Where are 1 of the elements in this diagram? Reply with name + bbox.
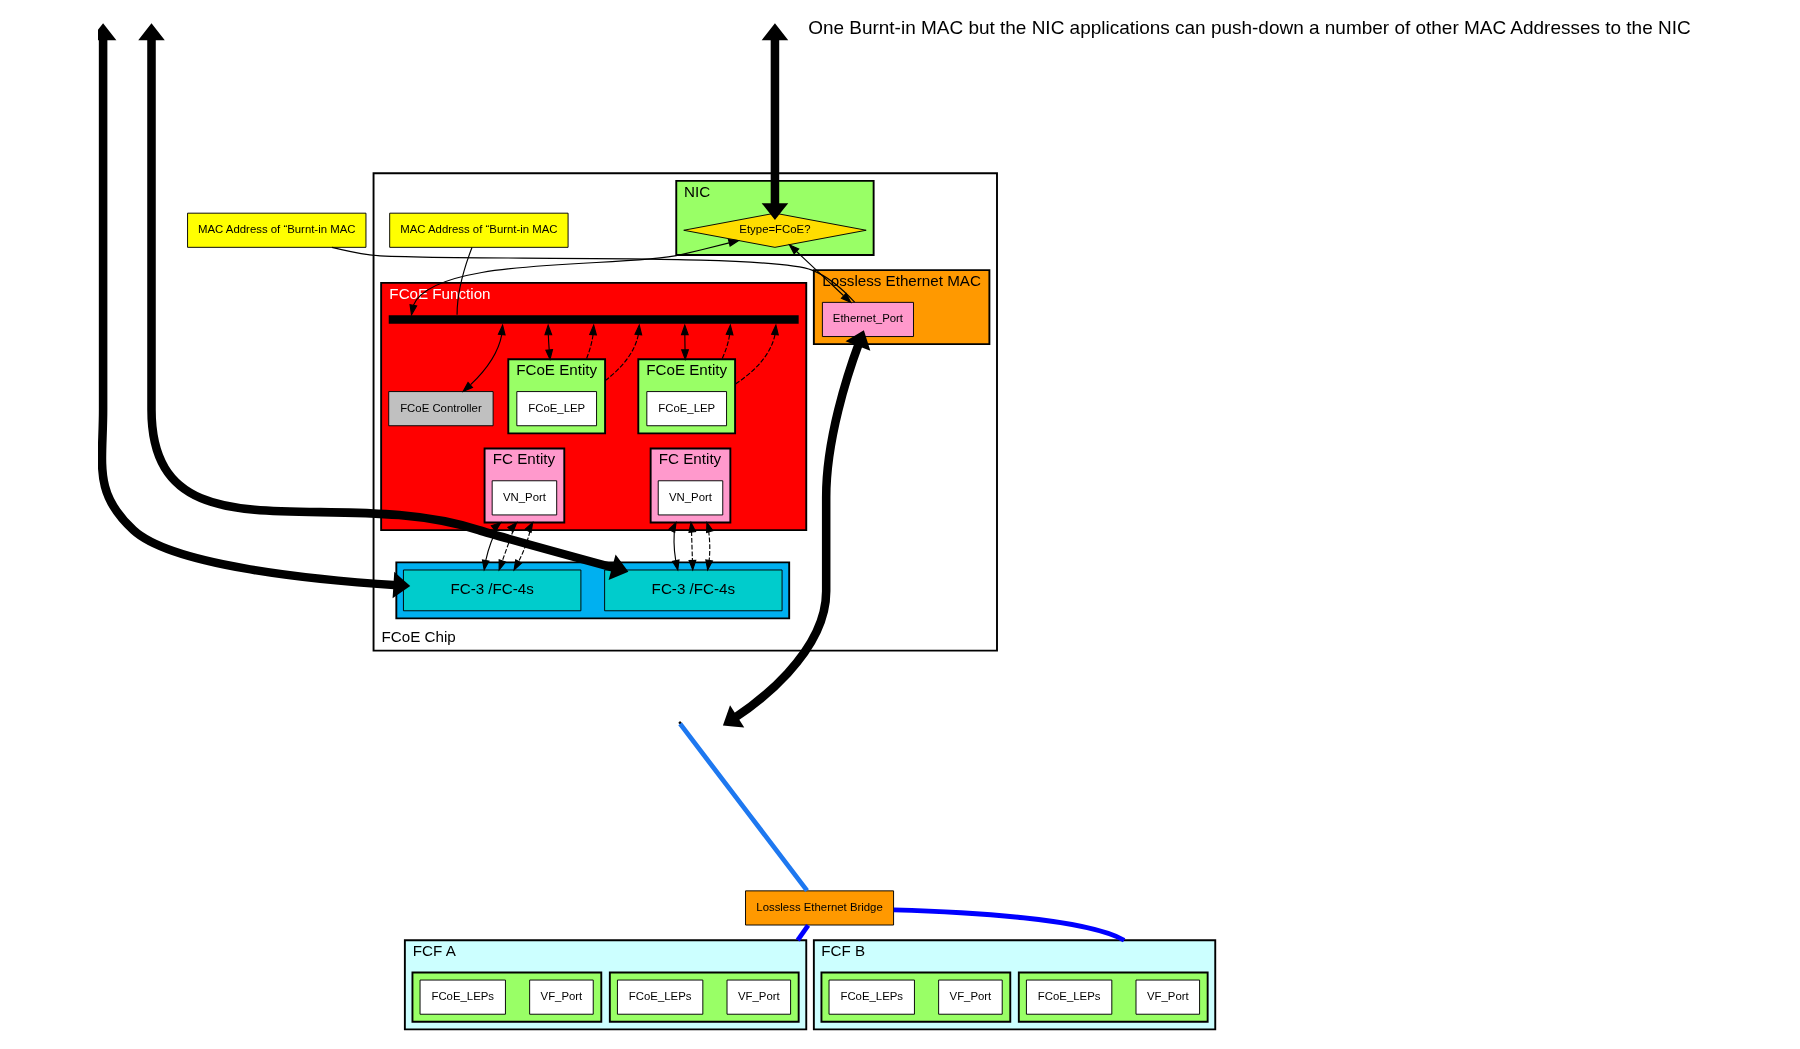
label: One Burnt-in MAC but the NIC applications can push-down a number of other MAC Addresses to the NIC	[807, 16, 1691, 38]
